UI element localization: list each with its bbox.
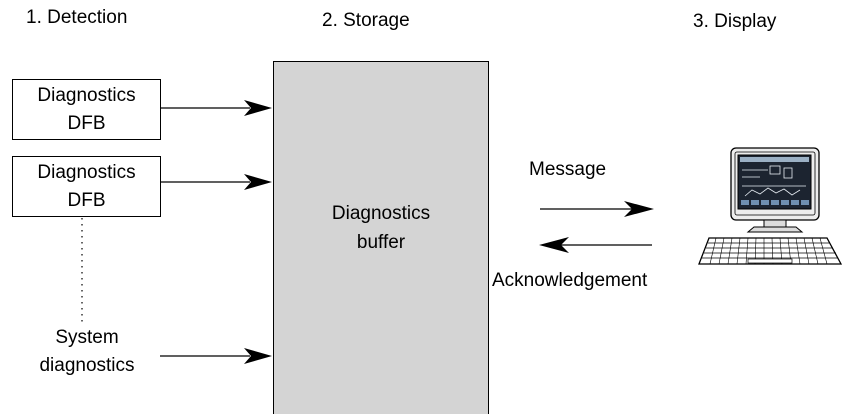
diagnostics-dfb-box-2: Diagnostics DFB (12, 156, 161, 217)
system-diagnostics-line1: System (55, 327, 119, 348)
arrow-dfb1-to-buffer (161, 100, 272, 116)
arrow-dfb2-to-buffer (161, 174, 272, 190)
diagnostics-dfb-box-1-line1: Diagnostics (37, 85, 136, 106)
message-arrow (540, 201, 654, 217)
message-label: Message (529, 159, 607, 180)
diagnostics-dfb-box-1: Diagnostics DFB (12, 79, 161, 140)
diagnostics-dfb-box-1-line2: DFB (67, 113, 106, 134)
acknowledgement-label: Acknowledgement (492, 270, 648, 291)
heading-display: 3. Display (693, 11, 777, 32)
acknowledgement-arrow (539, 237, 652, 253)
arrow-system-to-buffer (160, 348, 272, 364)
computer-terminal-icon (698, 147, 842, 265)
diagnostics-buffer-line1: Diagnostics (331, 203, 431, 224)
diagnostics-dfb-box-2-line2: DFB (67, 190, 106, 211)
diagnostics-buffer-line2: buffer (356, 232, 406, 253)
system-diagnostics-line2: diagnostics (39, 355, 135, 376)
diagnostics-buffer: Diagnostics buffer (273, 61, 489, 414)
heading-detection: 1. Detection (26, 7, 128, 28)
diagnostics-dfb-box-2-line1: Diagnostics (37, 162, 136, 183)
heading-storage: 2. Storage (322, 10, 410, 31)
